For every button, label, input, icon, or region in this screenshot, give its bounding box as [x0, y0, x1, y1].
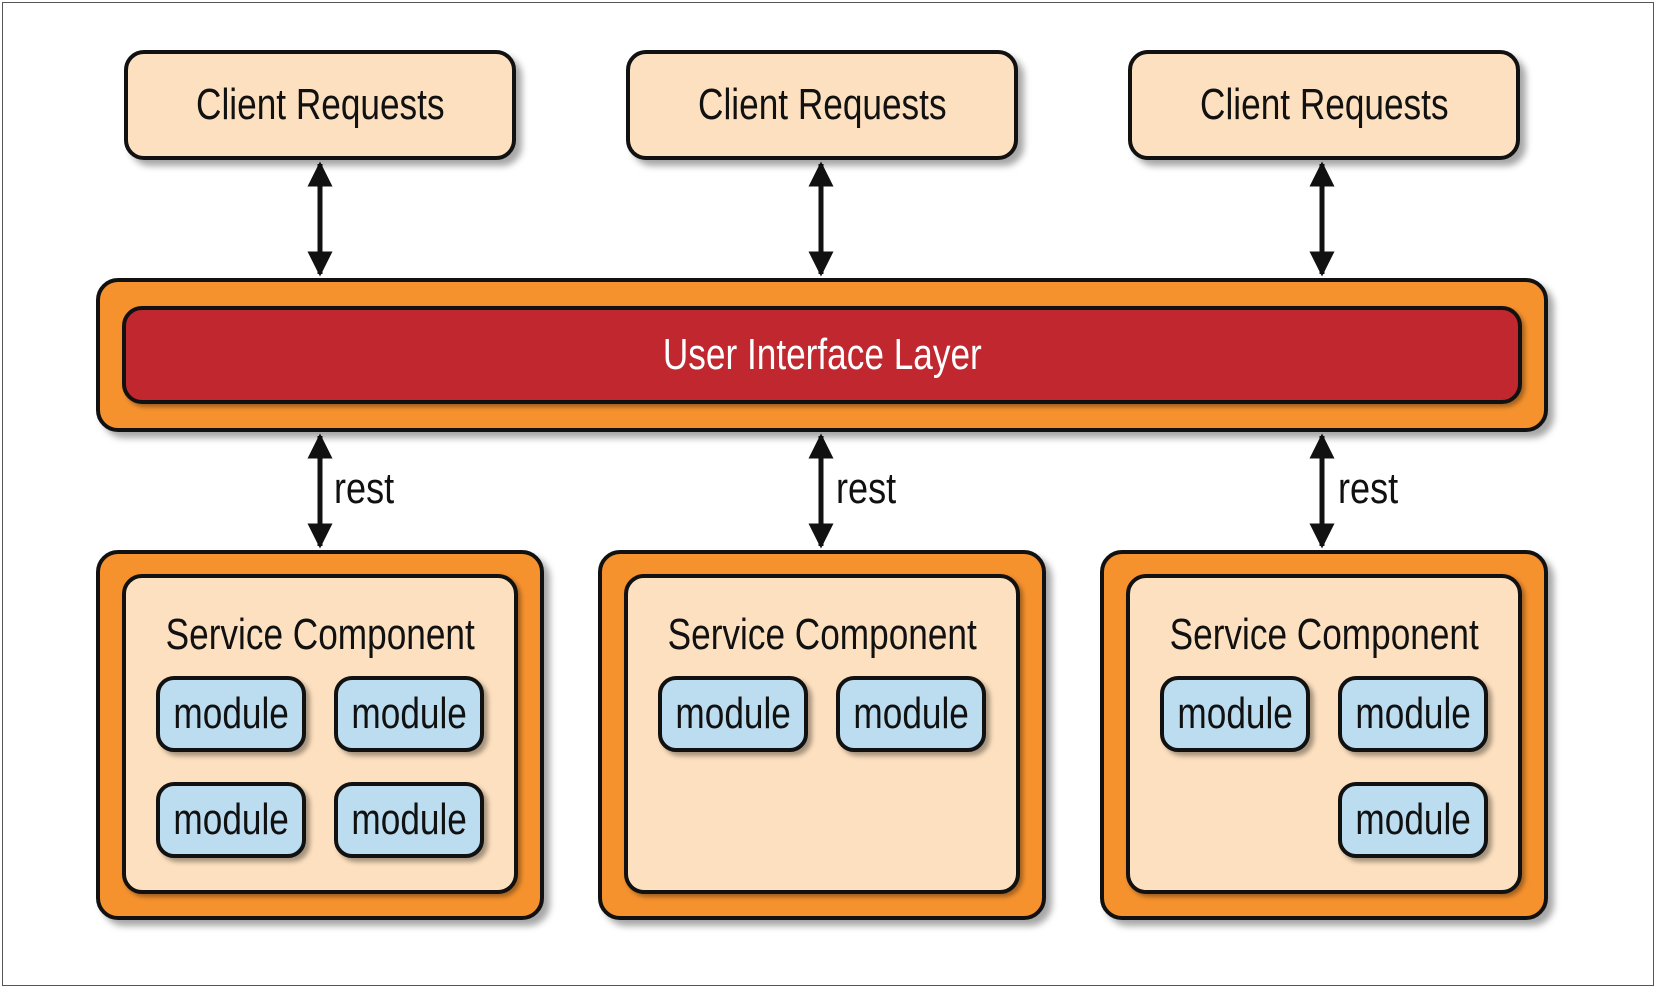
module-box: module: [334, 676, 484, 752]
module-box: module: [658, 676, 808, 752]
client-requests-box-2: Client Requests: [626, 50, 1018, 160]
service-component-panel: Service Component module module: [624, 574, 1020, 894]
module-box: module: [836, 676, 986, 752]
module-box: module: [1338, 676, 1488, 752]
ui-layer-bar: User Interface Layer: [122, 306, 1522, 404]
service-component-1: Service Component module module module m…: [96, 550, 544, 920]
service-component-panel: Service Component module module module: [1126, 574, 1522, 894]
client-requests-label: Client Requests: [1199, 80, 1449, 129]
module-box: module: [334, 782, 484, 858]
service-component-title: Service Component: [1169, 610, 1479, 659]
ui-layer-label: User Interface Layer: [662, 330, 982, 379]
service-component-panel: Service Component module module module m…: [122, 574, 518, 894]
client-requests-label: Client Requests: [697, 80, 947, 129]
module-box: module: [1338, 782, 1488, 858]
ui-layer-container: User Interface Layer: [96, 278, 1548, 432]
service-component-title: Service Component: [667, 610, 977, 659]
rest-label-3: rest: [1338, 464, 1399, 513]
module-box: module: [156, 782, 306, 858]
rest-label-2: rest: [836, 464, 897, 513]
client-requests-box-1: Client Requests: [124, 50, 516, 160]
rest-label-1: rest: [334, 464, 395, 513]
module-box: module: [1160, 676, 1310, 752]
client-requests-box-3: Client Requests: [1128, 50, 1520, 160]
module-box: module: [156, 676, 306, 752]
service-component-3: Service Component module module module: [1100, 550, 1548, 920]
service-component-title: Service Component: [165, 610, 475, 659]
client-requests-label: Client Requests: [195, 80, 445, 129]
service-component-2: Service Component module module: [598, 550, 1046, 920]
